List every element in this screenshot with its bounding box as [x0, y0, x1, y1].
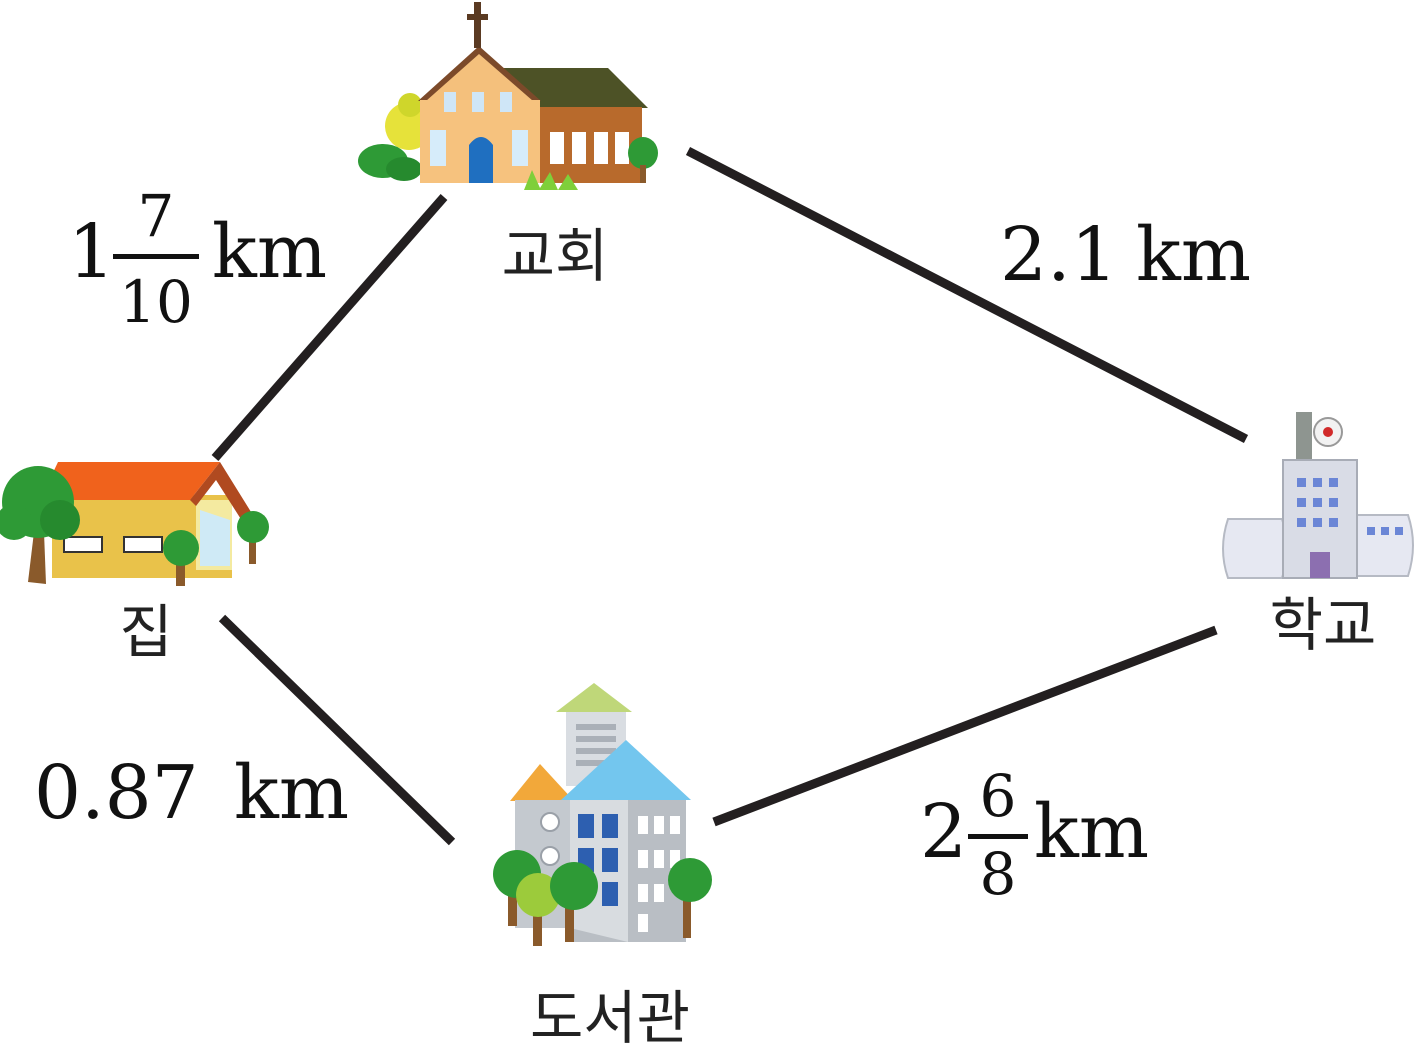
distance-value: 2.1 — [1000, 212, 1118, 298]
distance-unit: km — [1034, 789, 1149, 875]
distance-whole: 2 — [920, 789, 967, 875]
distance-home-church: 1 7 10 km — [68, 182, 327, 336]
distance-home-library: 0.87 km — [34, 750, 349, 836]
church-icon — [358, 2, 658, 190]
distance-whole: 1 — [68, 209, 115, 295]
library-label: 도서관 — [530, 984, 690, 1052]
edge-library-school — [712, 625, 1218, 827]
fraction-bar — [113, 254, 199, 259]
church-label: 교회 — [502, 222, 609, 290]
distance-numerator: 6 — [980, 762, 1017, 830]
distance-library-school: 2 6 8 km — [920, 762, 1149, 908]
edge-home-library — [218, 614, 456, 846]
library-icon — [493, 683, 712, 946]
distance-unit: km — [1136, 212, 1251, 298]
distance-church-school: 2.1 km — [1000, 212, 1251, 298]
school-label: 학교 — [1270, 591, 1377, 659]
distance-unit: km — [212, 209, 327, 295]
distance-denominator: 10 — [119, 268, 193, 336]
edge-home-church — [211, 194, 448, 461]
distance-unit: km — [234, 750, 349, 836]
house-icon — [0, 462, 269, 586]
school-icon — [1222, 412, 1414, 579]
distance-value: 0.87 — [34, 750, 199, 836]
edge-church-school — [685, 147, 1249, 443]
distance-numerator: 7 — [138, 182, 175, 250]
distance-denominator: 8 — [980, 840, 1017, 908]
home-label: 집 — [119, 598, 172, 666]
fraction-bar — [968, 834, 1028, 839]
